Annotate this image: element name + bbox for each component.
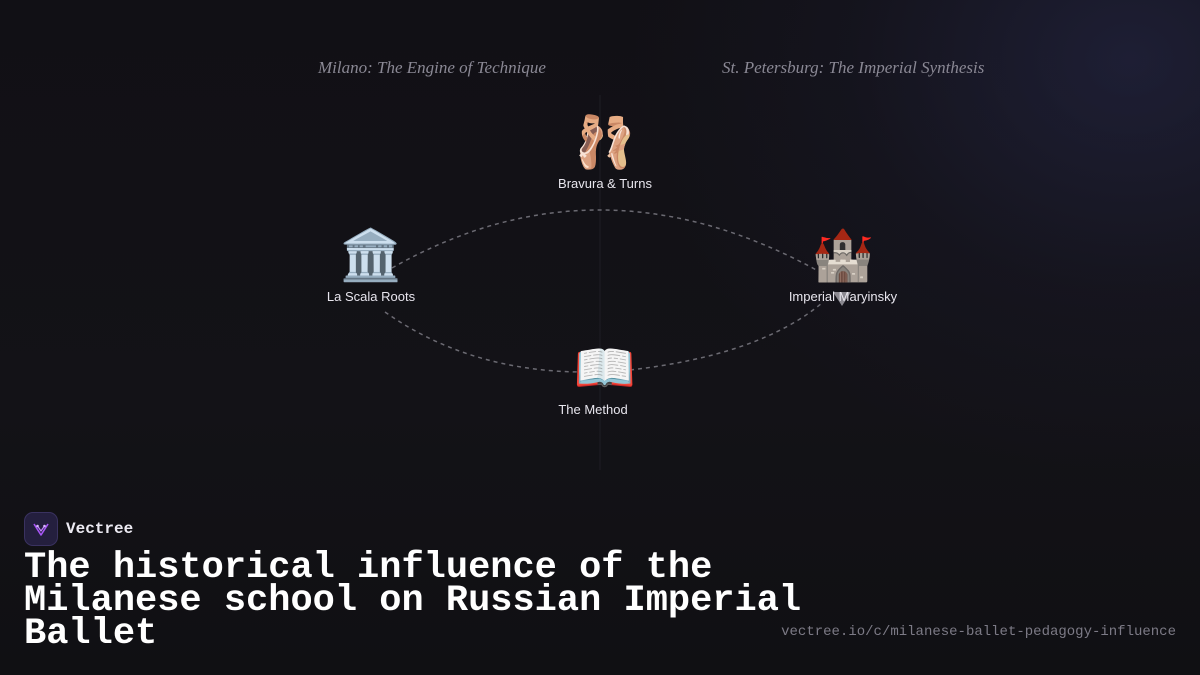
brand-name: Vectree: [66, 520, 134, 538]
source-url: vectree.io/c/milanese-ballet-pedagogy-in…: [781, 624, 1176, 640]
milano-heading: Milano: The Engine of Technique: [318, 58, 546, 77]
page-title: The historical influence of the Milanese…: [24, 547, 802, 655]
node-label: Imperial Maryinsky: [788, 289, 898, 304]
brand: Vectree: [24, 512, 133, 546]
node-label: La Scala Roots: [326, 289, 416, 304]
node-label: The Method: [558, 402, 628, 417]
vectree-logo-icon: [24, 512, 58, 546]
castle-icon: 🏰: [811, 226, 875, 284]
node-imperial-maryinsky: 🏰 Imperial Maryinsky: [743, 225, 943, 304]
node-la-scala-roots: 🏛️ La Scala Roots: [271, 225, 471, 304]
node-the-method: 📖 The Method: [505, 338, 705, 417]
connector-lower-left-arc: [384, 311, 586, 373]
open-book-icon: 📖: [573, 339, 637, 397]
node-label: Bravura & Turns: [558, 176, 652, 191]
arrowhead-icon: [833, 292, 851, 306]
st-petersburg-heading: St. Petersburg: The Imperial Synthesis: [722, 58, 985, 77]
node-bravura-turns: 🩰 Bravura & Turns: [505, 112, 705, 191]
classical-building-icon: 🏛️: [339, 226, 403, 284]
connector-lower-right-arc: [629, 302, 823, 371]
ballet-shoes-icon: 🩰: [573, 113, 637, 171]
